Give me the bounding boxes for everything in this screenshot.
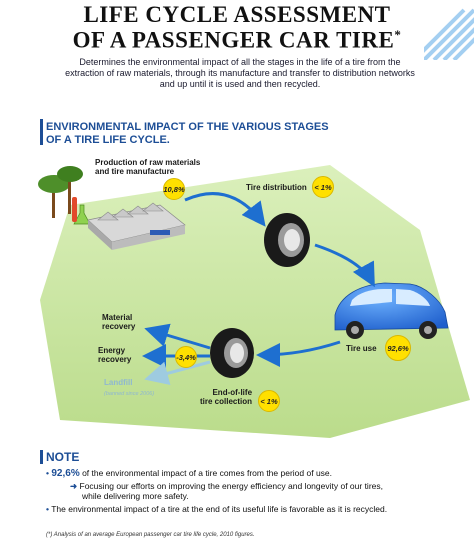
note-section: NOTE • 92,6% of the environmental impact… (0, 448, 474, 545)
title-footnote-marker: * (394, 27, 402, 42)
note-item-2: • The environmental impact of a tire at … (46, 504, 387, 514)
note-bullet-1: • (46, 468, 49, 478)
factory-icon (87, 202, 186, 250)
landfill-label: Landfill (104, 378, 133, 387)
arrow-use-to-end-of-life (256, 340, 341, 367)
life-cycle-diagram: Production of raw materials and tire man… (0, 150, 474, 440)
header-decoration-stripes (424, 0, 474, 60)
note-item-1: • 92,6% of the environmental impact of a… (46, 468, 332, 479)
end-of-life-label-line-2: tire collection (200, 397, 253, 406)
note-item-2-text: The environmental impact of a tire at th… (51, 504, 388, 514)
note-bullet-2: • (46, 504, 49, 514)
material-recovery-label-line-1: Material (102, 313, 133, 322)
car-icon (334, 282, 449, 339)
note-heading-bar (40, 450, 43, 464)
arrow-right-icon: ➜ (70, 481, 78, 491)
chemical-flask-icon (72, 197, 91, 225)
page-description: Determines the environmental impact of a… (65, 57, 415, 89)
landfill-note: (banned since 2006) (104, 391, 155, 397)
note-item-1-sub: ➜ Focusing our efforts on improving the … (70, 481, 383, 491)
material-recovery-label-line-2: recovery (102, 322, 136, 331)
tire-end-of-life-icon (210, 328, 254, 378)
footnote: (*) Analysis of an average European pass… (46, 532, 255, 538)
arrow-production-to-distribution (184, 192, 266, 227)
material-recovery-label: Material recovery (102, 313, 135, 331)
page-title-line-1: LIFE CYCLE ASSESSMENT (83, 2, 391, 27)
note-title: NOTE (46, 450, 80, 464)
end-of-life-label-line-1: End-of-life (212, 388, 253, 397)
arrow-to-material-recovery (144, 323, 211, 350)
production-label-line-1: Production of raw materials (95, 158, 201, 167)
section-heading-bar (40, 119, 43, 145)
life-cycle-illustration (38, 165, 470, 438)
production-impact-badge: 10,8% (163, 178, 185, 200)
arrow-to-landfill (144, 360, 211, 385)
use-label: Tire use (346, 344, 377, 353)
section-heading-line-2: OF A TIRE LIFE CYCLE. (46, 134, 170, 146)
distribution-label: Tire distribution (246, 183, 307, 192)
energy-recovery-label-line-2: recovery (98, 355, 132, 364)
note-item-1-sub-line-1: Focusing our efforts on improving the en… (79, 481, 384, 491)
recovery-impact-badge: -3,4% (175, 346, 197, 368)
use-impact-badge: 92,6% (385, 335, 411, 361)
arrow-distribution-to-use (314, 243, 375, 288)
production-label-line-2: and tire manufacture (95, 167, 175, 176)
tire-distribution-icon (264, 213, 310, 267)
energy-recovery-label: Energy recovery (98, 346, 131, 364)
section-heading-line-1: ENVIRONMENTAL IMPACT OF THE VARIOUS STAG… (46, 121, 329, 133)
tree-icon (38, 166, 83, 218)
distribution-impact-badge: < 1% (312, 176, 334, 198)
page-title-line-2-text: OF A PASSENGER CAR TIRE (72, 27, 395, 53)
end-of-life-label: End-of-life tire collection (200, 388, 252, 406)
note-item-1-sub-line-2: while delivering more safety. (82, 491, 189, 501)
energy-recovery-label-line-1: Energy (98, 346, 126, 355)
production-label: Production of raw materials and tire man… (95, 158, 200, 176)
note-item-1-percentage: 92,6% (51, 468, 80, 479)
page-title-line-2: OF A PASSENGER CAR TIRE* (0, 27, 474, 54)
note-item-1-text: of the environmental impact of a tire co… (79, 468, 333, 478)
section-heading: ENVIRONMENTAL IMPACT OF THE VARIOUS STAG… (46, 121, 346, 147)
end-of-life-impact-badge: < 1% (258, 390, 280, 412)
header: LIFE CYCLE ASSESSMENT OF A PASSENGER CAR… (0, 0, 474, 112)
